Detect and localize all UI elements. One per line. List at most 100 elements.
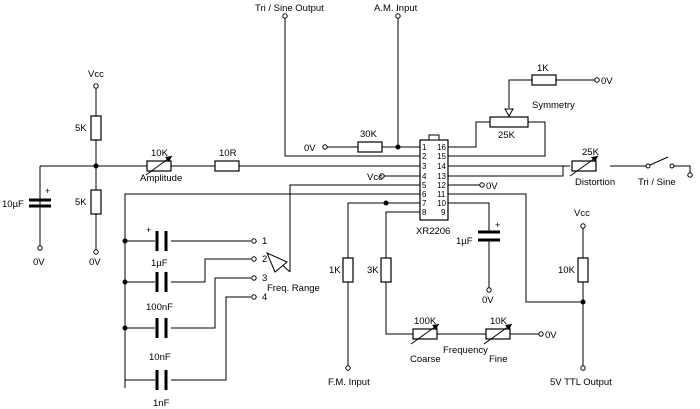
component-value: 10K [490,316,508,327]
ic-pin-numbers: 1 2 3 4 5 6 7 8 16 15 14 13 12 11 10 9 [422,143,446,217]
tri-sine-switch [645,156,675,169]
component-value: 3K [367,265,379,276]
junction-dot [395,144,401,150]
tri-sine-output-terminal [282,13,288,19]
pin-label: 14 [437,162,446,171]
junction-dot [383,200,389,206]
freq-range-selector-arrow [266,252,291,273]
potentiometer-distortion [569,155,599,177]
potentiometer-coarse [410,323,440,345]
freq-range-label: Freq. Range [267,283,320,294]
pin-label: 4 [422,172,427,181]
junction-dot [93,163,99,169]
vcc-terminal-right [580,223,586,229]
pin-label: 8 [422,208,427,217]
junction-dot [122,238,128,244]
ground-label: 0V [545,330,557,341]
pin-label: 11 [437,190,446,199]
ground-terminal [322,144,328,150]
ground-terminal [479,182,485,188]
ground-label: 0V [304,143,316,154]
pin-label: 12 [437,181,446,190]
vcc-label: Vcc [367,172,383,183]
component-value: 1µF [151,258,168,269]
component-value: 10µF [2,199,24,210]
component-value: 10K [151,148,169,159]
capacitor-100nf [155,272,168,292]
pin-label: 16 [437,143,446,152]
resistor-10k-ttl [577,257,589,283]
component-value: 30K [360,129,378,140]
component-value: 5K [75,197,87,208]
pin-label: 6 [422,190,427,199]
component-value: 1nF [153,398,170,409]
wires [39,16,691,388]
pin-label: 9 [441,208,446,217]
svg-text:+: + [146,225,151,235]
switches [266,156,675,273]
component-value: 5K [75,123,87,134]
pin-label: 1 [422,143,427,152]
component-value: 1K [537,63,549,74]
svg-text:+: + [495,220,500,230]
ground-label: 0V [482,295,494,306]
ic-body [419,139,449,221]
resistor-1k-fm [342,257,354,283]
distortion-label: Distortion [575,177,615,188]
vcc-label: Vcc [88,69,104,80]
junction-dot [122,325,128,331]
frequency-label: Frequency [443,345,488,356]
resistor-5k-top [90,115,102,141]
potentiometer-amplitude [145,155,173,176]
component-value: 10K [558,265,576,276]
range-contact-4 [251,294,257,300]
pin-label: 10 [437,199,446,208]
resistor-30k [357,141,383,153]
range-position-label: 2 [262,254,267,265]
ground-label: 0V [33,257,45,268]
am-input-label: A.M. Input [374,3,418,14]
range-position-label: 3 [262,273,267,284]
resistor-1k-symmetry [531,74,557,86]
range-position-label: 4 [262,292,267,303]
pin-label: 5 [422,181,427,190]
switch-terminal [687,172,693,178]
coarse-label: Coarse [410,354,441,365]
pin-label: 2 [422,152,427,161]
range-contact-3 [251,275,257,281]
component-value: 1µF [456,236,473,247]
vcc-label: Vcc [574,208,590,219]
component-value: 100nF [146,302,173,313]
fine-label: Fine [489,354,507,365]
fm-input-terminal [345,365,351,371]
ground-terminal [594,77,600,83]
tri-sine-switch-label: Tri / Sine [638,177,676,188]
labels: Tri / Sine Output A.M. Input Vcc Vcc Vcc… [2,3,676,409]
ic-notch [428,134,440,141]
symmetry-label: Symmetry [532,100,575,111]
component-value: 10nF [149,352,171,363]
vcc-terminal-left [93,83,99,89]
ttl-output-label: 5V TTL Output [550,377,612,388]
potentiometer-fine [483,323,513,345]
component-value: 25K [582,147,600,158]
ground-terminal [37,245,43,251]
capacitor-10uf: + [29,186,51,208]
resistor-5k-bottom [90,189,102,215]
ground-label: 0V [601,76,613,87]
fm-input-label: F.M. Input [328,377,370,388]
range-contact-1 [251,238,257,244]
component-value: 10R [219,148,237,159]
ground-label: 0V [486,181,498,192]
junction-dot [122,279,128,285]
svg-text:+: + [45,186,50,196]
component-value: 25K [498,130,516,141]
tri-sine-output-label: Tri / Sine Output [255,3,324,14]
vcc-terminal-mid [379,173,385,179]
capacitors: + + + [29,186,500,390]
capacitor-1nf [155,370,168,390]
ttl-output-terminal [580,365,586,371]
component-value: 100K [414,316,437,327]
ground-label: 0V [89,257,101,268]
